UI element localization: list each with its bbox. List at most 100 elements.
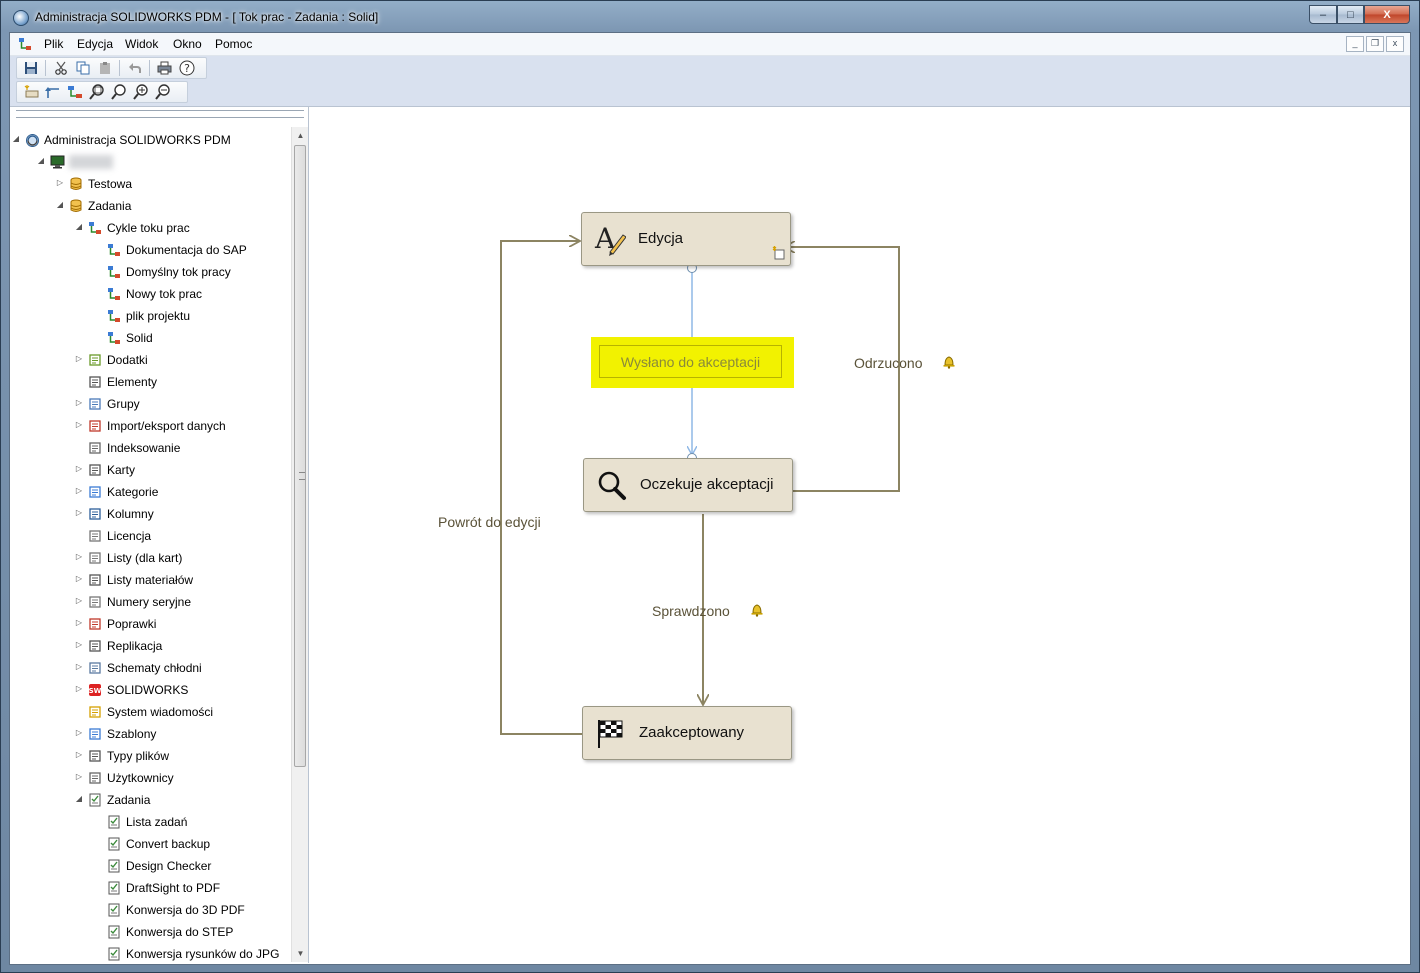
workflow-icon[interactable] [65, 84, 84, 101]
tree-item[interactable]: ◢ [10, 151, 290, 173]
collapse-arrow-icon[interactable]: ◢ [56, 200, 64, 209]
scroll-down-arrow-icon[interactable]: ▼ [296, 949, 305, 958]
expand-arrow-icon[interactable]: ▷ [75, 596, 83, 605]
close-button[interactable]: X [1364, 5, 1410, 24]
menu-plik[interactable]: Plik [44, 37, 64, 51]
zoom-icon[interactable] [109, 84, 128, 101]
tree-item[interactable]: DraftSight to PDF [10, 877, 290, 899]
collapse-arrow-icon[interactable]: ◢ [75, 222, 83, 231]
tree-item[interactable]: Konwersja do STEP [10, 921, 290, 943]
tree-item[interactable]: ▷Szablony [10, 723, 290, 745]
tree-item[interactable]: ▷Kategorie [10, 481, 290, 503]
tree-item[interactable]: plik projektu [10, 305, 290, 327]
tree-item[interactable]: ▷Listy materiałów [10, 569, 290, 591]
tree-item[interactable]: Solid [10, 327, 290, 349]
transition-label-wyslano[interactable]: Wysłano do akceptacji [591, 337, 794, 388]
zoom-in-icon[interactable] [131, 84, 150, 101]
tree-item[interactable]: Dokumentacja do SAP [10, 239, 290, 261]
scrollbar-thumb[interactable] [294, 145, 306, 767]
print-icon[interactable] [155, 60, 174, 77]
copy-icon[interactable] [73, 60, 92, 77]
tree-item[interactable]: Konwersja rysunków do JPG [10, 943, 290, 963]
help-icon[interactable]: ? [177, 60, 196, 77]
transition-line-powrot[interactable] [500, 241, 582, 735]
minimize-button[interactable]: – [1309, 5, 1337, 24]
tree-item[interactable]: ▷Replikacja [10, 635, 290, 657]
menu-pomoc[interactable]: Pomoc [215, 37, 253, 51]
scroll-up-arrow-icon[interactable]: ▲ [296, 131, 305, 140]
note-icon[interactable] [772, 246, 786, 260]
tree-item[interactable]: ▷Typy plików [10, 745, 290, 767]
workflow-canvas[interactable]: Wysłano do akceptacji A Edycja [310, 107, 1410, 964]
cut-icon[interactable] [51, 60, 70, 77]
expand-arrow-icon[interactable]: ▷ [75, 640, 83, 649]
paste-icon[interactable] [95, 60, 114, 77]
state-edycja[interactable]: A Edycja [581, 212, 791, 266]
new-transition-icon[interactable] [43, 84, 62, 101]
tree-item[interactable]: Lista zadań [10, 811, 290, 833]
expand-arrow-icon[interactable]: ▷ [75, 464, 83, 473]
tree-item[interactable]: Elementy [10, 371, 290, 393]
expand-arrow-icon[interactable]: ▷ [75, 684, 83, 693]
mdi-minimize-button[interactable]: _ [1346, 36, 1364, 52]
tree-item[interactable]: ▷Grupy [10, 393, 290, 415]
menu-okno[interactable]: Okno [173, 37, 202, 51]
tree-item[interactable]: ▷Kolumny [10, 503, 290, 525]
menu-edycja[interactable]: Edycja [77, 37, 114, 51]
pane-grip[interactable] [16, 110, 304, 118]
transition-line-odrzucono[interactable] [784, 247, 900, 492]
title-bar[interactable]: Administracja SOLIDWORKS PDM - [ Tok pra… [1, 1, 1419, 33]
expand-arrow-icon[interactable]: ▷ [75, 508, 83, 517]
expand-arrow-icon[interactable]: ▷ [75, 398, 83, 407]
collapse-arrow-icon[interactable]: ◢ [12, 134, 20, 143]
collapse-arrow-icon[interactable]: ◢ [75, 794, 83, 803]
tree-scrollbar[interactable]: ▲ ▼ [291, 127, 308, 962]
tree-item[interactable]: ▷Karty [10, 459, 290, 481]
transition-label-powrot[interactable]: Powrót do edycji [438, 514, 541, 530]
state-oczekuje-akceptacji[interactable]: Oczekuje akceptacji [583, 458, 793, 512]
tree-item[interactable]: Nowy tok prac [10, 283, 290, 305]
tree-item[interactable]: Indeksowanie [10, 437, 290, 459]
tree-item[interactable]: ▷Numery seryjne [10, 591, 290, 613]
expand-arrow-icon[interactable]: ▷ [75, 552, 83, 561]
tree-item[interactable]: ◢Cykle toku prac [10, 217, 290, 239]
expand-arrow-icon[interactable]: ▷ [75, 772, 83, 781]
expand-arrow-icon[interactable]: ▷ [56, 178, 64, 187]
workflow-icon[interactable] [18, 37, 32, 51]
transition-label-sprawdzono[interactable]: Sprawdzono [652, 603, 730, 619]
tree-item[interactable]: ▷Listy (dla kart) [10, 547, 290, 569]
tree-item[interactable]: Konwersja do 3D PDF [10, 899, 290, 921]
tree-item[interactable]: ▷Poprawki [10, 613, 290, 635]
new-state-icon[interactable] [21, 84, 40, 101]
expand-arrow-icon[interactable]: ▷ [75, 574, 83, 583]
menu-widok[interactable]: Widok [125, 37, 159, 51]
transition-label-odrzucono[interactable]: Odrzucono [854, 355, 923, 371]
mdi-close-button[interactable]: x [1386, 36, 1404, 52]
expand-arrow-icon[interactable]: ▷ [75, 486, 83, 495]
tree-item[interactable]: ▷Schematy chłodni [10, 657, 290, 679]
maximize-button[interactable]: □ [1337, 5, 1364, 24]
expand-arrow-icon[interactable]: ▷ [75, 662, 83, 671]
expand-arrow-icon[interactable]: ▷ [75, 750, 83, 759]
expand-arrow-icon[interactable]: ▷ [75, 354, 83, 363]
tree-item[interactable]: ▷Użytkownicy [10, 767, 290, 789]
tree-item[interactable]: Convert backup [10, 833, 290, 855]
tree-item[interactable]: ▷Dodatki [10, 349, 290, 371]
zoom-fit-icon[interactable] [87, 84, 106, 101]
expand-arrow-icon[interactable]: ▷ [75, 420, 83, 429]
tree-item[interactable]: ◢Zadania [10, 195, 290, 217]
tree-item[interactable]: Domyślny tok pracy [10, 261, 290, 283]
expand-arrow-icon[interactable]: ▷ [75, 618, 83, 627]
tree-item[interactable]: Licencja [10, 525, 290, 547]
tree-item[interactable]: ◢Zadania [10, 789, 290, 811]
tree-item[interactable]: ▷Import/eksport danych [10, 415, 290, 437]
tree-item[interactable]: System wiadomości [10, 701, 290, 723]
mdi-restore-button[interactable]: ❐ [1366, 36, 1384, 52]
save-icon[interactable] [21, 60, 40, 77]
state-zaakceptowany[interactable]: Zaakceptowany [582, 706, 792, 760]
tree-item[interactable]: ▷Testowa [10, 173, 290, 195]
expand-arrow-icon[interactable]: ▷ [75, 728, 83, 737]
undo-icon[interactable] [125, 60, 144, 77]
tree-item[interactable]: Design Checker [10, 855, 290, 877]
